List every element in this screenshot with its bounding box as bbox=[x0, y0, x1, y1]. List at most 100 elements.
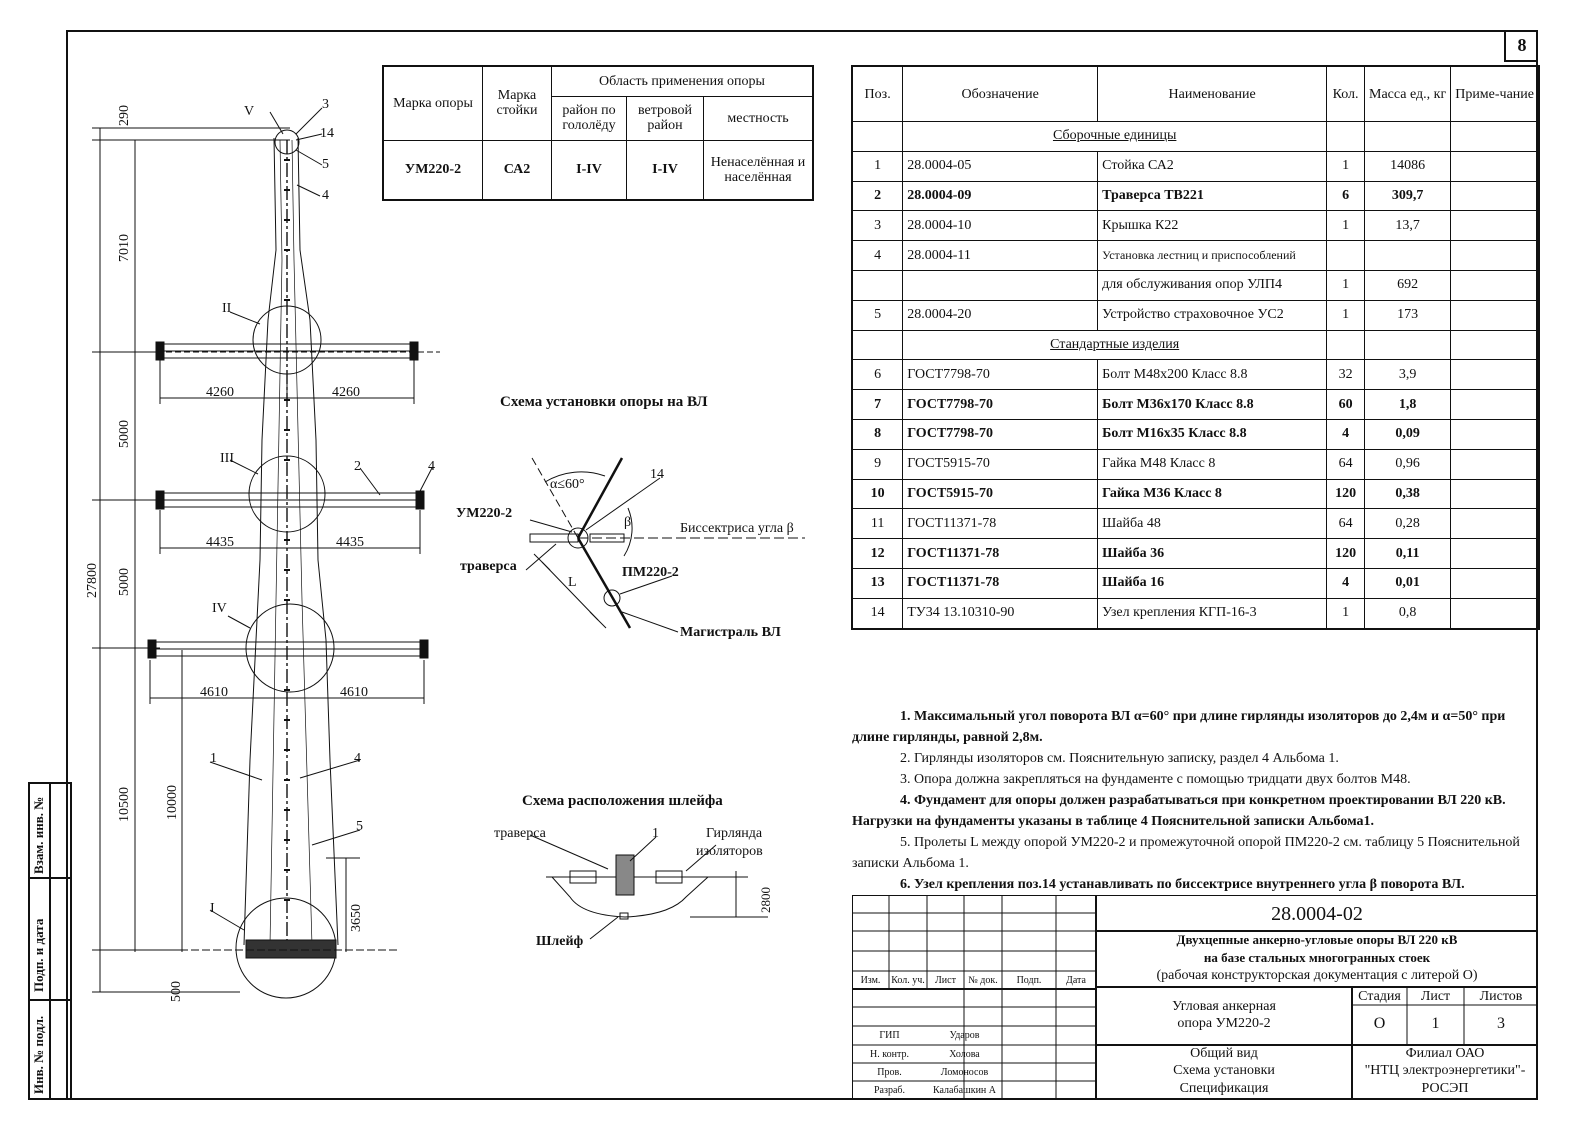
cell-area: Ненаселённая и населённая bbox=[703, 139, 814, 201]
cell-mass: 0,38 bbox=[1363, 478, 1452, 510]
crossarm-middle bbox=[155, 455, 425, 533]
dim-mid2: 5000 bbox=[117, 568, 132, 596]
beta-label: β bbox=[624, 515, 631, 530]
cell-qty: 1 bbox=[1326, 210, 1365, 242]
hdr-qty: Кол. bbox=[1326, 65, 1365, 122]
cell-qty: 120 bbox=[1326, 478, 1365, 510]
callout-14: 14 bbox=[320, 126, 334, 141]
loop-dim: 2800 bbox=[758, 887, 773, 913]
dim-arm-2: 4260 bbox=[332, 385, 360, 400]
section-assembly: Сборочные единицы bbox=[902, 121, 1328, 152]
hdr-designation: Обозначение bbox=[902, 65, 1099, 122]
label-pm220: ПМ220-2 bbox=[622, 565, 679, 580]
tower-section bbox=[615, 854, 635, 896]
sheet-number: 8 bbox=[1504, 30, 1538, 62]
cell-note bbox=[1450, 269, 1540, 301]
cell-mass: 309,7 bbox=[1363, 180, 1452, 212]
col-izm: Изм. bbox=[860, 975, 881, 986]
col-area-header: местность bbox=[703, 95, 814, 141]
callout-4b: 4 bbox=[428, 459, 435, 474]
loop-callout-1: 1 bbox=[652, 826, 659, 841]
cell-rack: СА2 bbox=[482, 139, 552, 201]
shaft-right-edge bbox=[297, 137, 339, 946]
dim-mid1: 5000 bbox=[117, 420, 132, 448]
loop-traverse: траверса bbox=[494, 826, 547, 841]
cell-qty: 4 bbox=[1326, 418, 1365, 450]
doc-title-1: Двухцепные анкерно-угловые опоры ВЛ 220 … bbox=[1176, 932, 1458, 947]
dim-lower: 10500 bbox=[117, 787, 132, 822]
dim-total: 27800 bbox=[85, 563, 100, 598]
role-label: Разраб. bbox=[874, 1085, 905, 1096]
title-block: Изм. Кол. уч. Лист № док. Подп. Дата ГИП… bbox=[852, 895, 1538, 1100]
insulator-right bbox=[655, 870, 683, 884]
cell-designation: ГОСТ5915-70 bbox=[902, 478, 1099, 510]
cell-designation: 28.0004-09 bbox=[902, 180, 1099, 212]
cell-designation: 28.0004-20 bbox=[902, 299, 1099, 331]
role-label: ГИП bbox=[879, 1030, 900, 1041]
label-traverse: траверса bbox=[460, 559, 517, 574]
install-scheme: Схема установки опоры на ВЛ α≤60° β 14 У… bbox=[456, 394, 805, 640]
cell-designation: 28.0004-11 bbox=[902, 240, 1099, 271]
label-view-ii: II bbox=[222, 301, 232, 316]
specification-table: Поз. Обозначение Наименование Кол. Масса… bbox=[851, 65, 1540, 630]
sheets-label: Листов bbox=[1479, 989, 1523, 1004]
hdr-name: Наименование bbox=[1097, 65, 1328, 122]
col-list: Лист bbox=[935, 975, 956, 986]
callout-5b: 5 bbox=[356, 819, 363, 834]
dim-arm-6: 4610 bbox=[340, 685, 368, 700]
loop-scheme: Схема расположения шлейфа траверса 1 Гир… bbox=[494, 793, 773, 949]
cell-mass: 13,7 bbox=[1363, 210, 1452, 242]
title-block-grid bbox=[852, 895, 1538, 1100]
loop-garland-2: изоляторов bbox=[696, 844, 763, 859]
note-3: 3. Опора должна закрепляться на фундамен… bbox=[900, 772, 1411, 787]
sheet-content-2: Схема установки bbox=[1173, 1063, 1275, 1078]
cell-designation bbox=[902, 269, 1099, 301]
cell-pos: 3 bbox=[851, 210, 904, 242]
org-2: "НТЦ электроэнергетики"- bbox=[1364, 1063, 1526, 1078]
part-name-2: опора УМ220-2 bbox=[1177, 1016, 1271, 1031]
section-standard: Стандартные изделия bbox=[902, 329, 1328, 361]
col-rack-header: Марка стойки bbox=[482, 65, 552, 141]
callout-5a: 5 bbox=[322, 157, 329, 172]
role-label: Н. контр. bbox=[870, 1049, 909, 1060]
col-kol: Кол. уч. bbox=[891, 975, 925, 986]
dim-arm-4: 4435 bbox=[336, 535, 364, 550]
cell-pos: 4 bbox=[851, 240, 904, 271]
cell-name: Устройство страховочное УС2 bbox=[1097, 299, 1328, 331]
sheet-value: 1 bbox=[1431, 1015, 1440, 1032]
sheet-content-3: Спецификация bbox=[1179, 1081, 1269, 1096]
cell-name: Шайба 36 bbox=[1097, 538, 1328, 569]
loop-garland-1: Гирлянда bbox=[706, 826, 763, 841]
dim-arm-5: 4610 bbox=[200, 685, 228, 700]
cell-name: Шайба 48 bbox=[1097, 508, 1328, 540]
part-name-1: Угловая анкерная bbox=[1172, 999, 1276, 1014]
cell-ice: I-IV bbox=[551, 139, 627, 201]
insulator-left bbox=[569, 870, 597, 884]
callout-4c: 4 bbox=[354, 751, 361, 766]
note-6: 6. Узел крепления поз.14 устанавливать п… bbox=[900, 877, 1465, 892]
cell-name: Траверса ТВ221 bbox=[1097, 180, 1328, 212]
cell-qty: 64 bbox=[1326, 508, 1365, 540]
cell-name: Установка лестниц и приспособлений bbox=[1097, 240, 1328, 271]
cell-mass: 0,96 bbox=[1363, 448, 1452, 480]
cell-qty: 120 bbox=[1326, 538, 1365, 569]
install-callout-14: 14 bbox=[650, 467, 664, 482]
cell-wind: I-IV bbox=[626, 139, 704, 201]
cell-pos: 13 bbox=[851, 567, 904, 599]
cell-qty: 1 bbox=[1326, 150, 1365, 182]
cell-pos bbox=[851, 269, 904, 301]
cell-name: Гайка М36 Класс 8 bbox=[1097, 478, 1328, 510]
label-view-v: V bbox=[244, 104, 254, 119]
note-4: 4. Фундамент для опоры должен разрабатыв… bbox=[852, 793, 1506, 829]
cell-note bbox=[1450, 210, 1540, 242]
cell-name: Узел крепления КГП-16-3 bbox=[1097, 597, 1328, 630]
